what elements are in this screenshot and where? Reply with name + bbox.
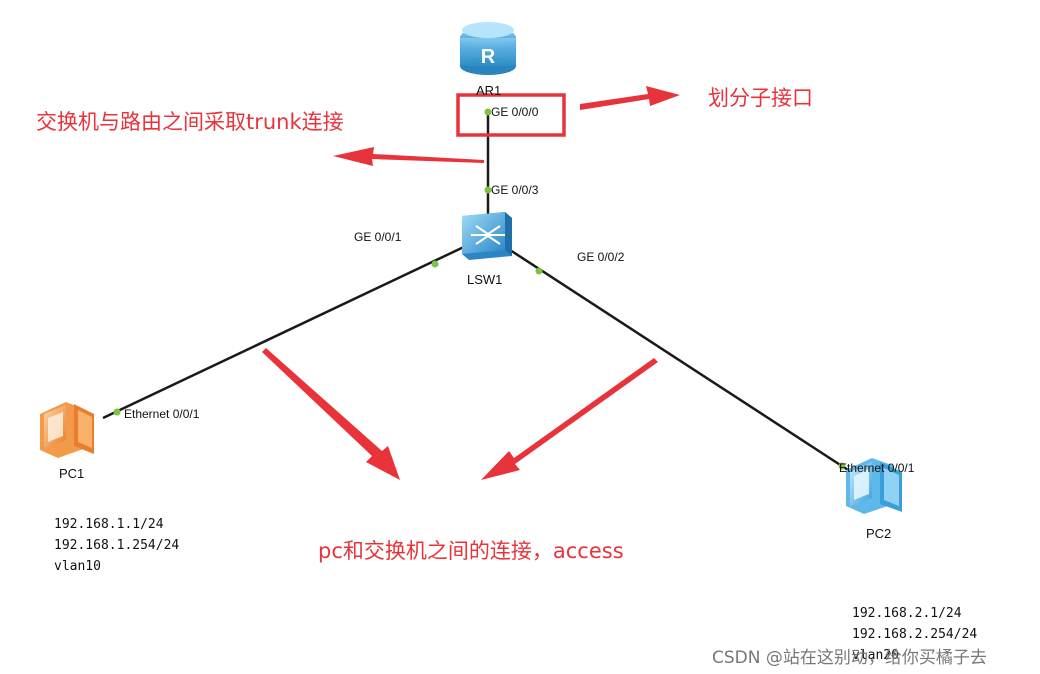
port-dot-switch-ge003 [484, 186, 492, 194]
pc1-label: PC1 [59, 466, 85, 481]
port-label-pc1-eth: Ethernet 0/0/1 [124, 407, 200, 421]
pc2-gateway: 192.168.2.254/24 [852, 627, 978, 642]
port-label-switch-ge002: GE 0/0/2 [577, 250, 625, 264]
arrow-subinterface [580, 86, 680, 110]
pc2-ip: 192.168.2.1/24 [852, 606, 962, 621]
link-switch-pc2 [509, 248, 849, 472]
link-switch-pc1 [102, 243, 469, 420]
annotation-trunk: 交换机与路由之间采取trunk连接 [36, 110, 344, 134]
pc2-label: PC2 [866, 526, 892, 541]
arrow-access-right [481, 358, 658, 480]
port-label-switch-ge001: GE 0/0/1 [354, 230, 402, 244]
pc1-config: 192.168.1.1/24 192.168.1.254/24 vlan10 [54, 514, 179, 577]
switch-label: LSW1 [467, 272, 503, 287]
port-dot-switch-ge001 [431, 260, 439, 268]
annotation-access: pc和交换机之间的连接，access [318, 539, 624, 563]
annotation-subinterface: 划分子接口 [708, 86, 813, 110]
watermark: CSDN @站在这别动，给你买橘子去 [712, 648, 987, 668]
router-icon[interactable]: R [460, 22, 516, 75]
switch-icon[interactable] [462, 212, 512, 260]
pc2-config: 192.168.2.1/24 192.168.2.254/24 vlan20 [852, 603, 977, 666]
router-label: AR1 [476, 83, 502, 98]
highlight-box-ge000 [456, 93, 566, 137]
arrow-trunk [333, 147, 484, 166]
pc1-icon[interactable] [40, 402, 94, 458]
port-dot-pc2-eth [838, 462, 846, 470]
svg-text:R: R [481, 46, 496, 68]
port-label-router-ge000: GE 0/0/0 [491, 105, 539, 119]
port-dot-pc1-eth [113, 408, 121, 416]
pc1-gateway: 192.168.1.254/24 [54, 538, 180, 553]
port-dot-router-ge000 [484, 108, 492, 116]
pc2-icon[interactable] [846, 458, 902, 514]
pc1-vlan: vlan10 [54, 559, 101, 574]
port-label-switch-ge003: GE 0/0/3 [491, 183, 539, 197]
arrow-access-left [262, 348, 400, 480]
port-dot-switch-ge002 [535, 267, 543, 275]
port-label-pc2-eth: Ethernet 0/0/1 [839, 461, 915, 475]
pc2-vlan: vlan20 [852, 648, 899, 663]
pc1-ip: 192.168.1.1/24 [54, 517, 164, 532]
